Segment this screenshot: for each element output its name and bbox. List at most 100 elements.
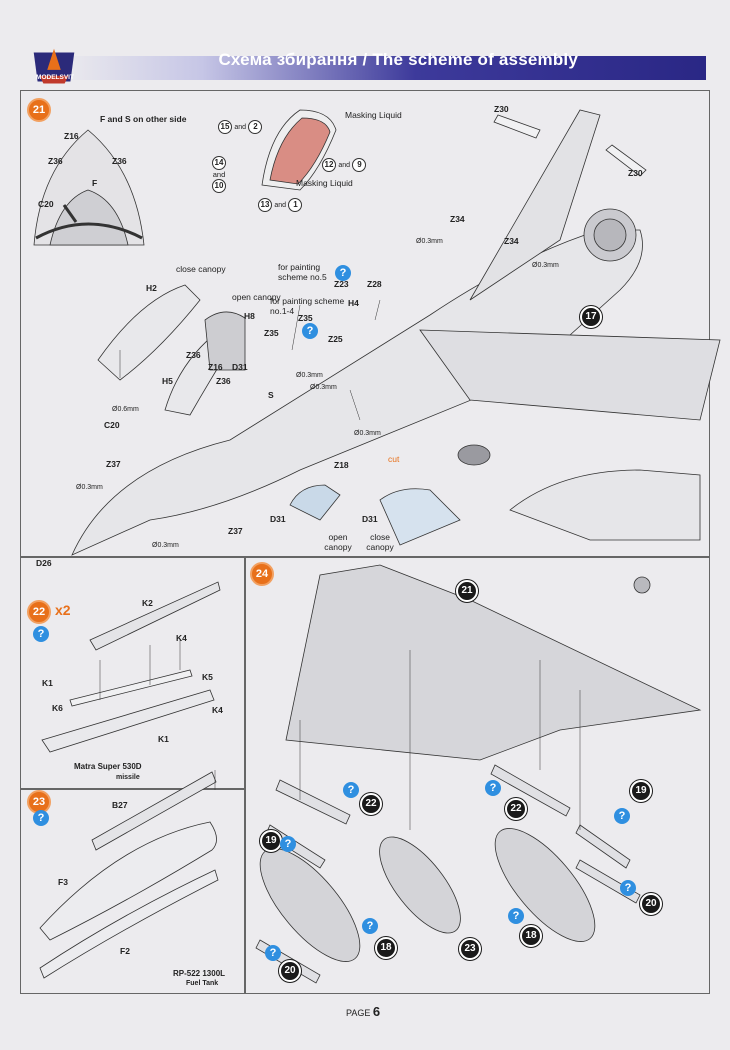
page-header: Схема збирання / The scheme of assembly … xyxy=(20,46,706,86)
step-21-badge: 21 xyxy=(27,98,51,122)
ref-21-badge: 21 xyxy=(456,580,478,602)
fuel-tank-type-label: Fuel Tank xyxy=(186,980,219,987)
part-label-z36: Z36 xyxy=(48,156,63,166)
help-marker-icon: ? xyxy=(485,780,501,796)
painting-scheme-1-4-label: for painting scheme no.1-4 xyxy=(270,296,345,316)
painting-scheme-5-label: for painting scheme no.5 xyxy=(278,262,327,282)
masking-liquid-label: Masking Liquid xyxy=(296,178,353,188)
part-label-z16: Z16 xyxy=(208,362,223,372)
diameter-label: Ø0.3mm xyxy=(532,262,559,269)
open-canopy-label: open canopy xyxy=(324,532,352,552)
help-marker-icon: ? xyxy=(362,918,378,934)
diameter-label: Ø0.3mm xyxy=(310,384,337,391)
help-marker-icon: ? xyxy=(343,782,359,798)
ref-19b-badge: 19 xyxy=(630,780,652,802)
part-ref-13-1: 13 and 1 xyxy=(258,198,303,212)
part-label-z34: Z34 xyxy=(504,236,519,246)
ref-22-badge: 22 xyxy=(360,793,382,815)
help-marker-icon: ? xyxy=(265,945,281,961)
diameter-label: Ø0.3mm xyxy=(76,484,103,491)
part-label-f: F xyxy=(92,178,98,188)
part-label-h4: H4 xyxy=(348,298,359,308)
brand-logo-icon xyxy=(33,48,75,84)
part-label-d31: D31 xyxy=(362,514,378,524)
header-band xyxy=(60,56,706,80)
ref-18-badge: 18 xyxy=(375,937,397,959)
diameter-label: Ø0.3mm xyxy=(354,430,381,437)
f-s-note: F and S on other side xyxy=(100,114,187,124)
part-label-f2: F2 xyxy=(120,946,130,956)
step-22-quantity: x2 xyxy=(55,602,71,618)
ref-20-badge: 20 xyxy=(279,960,301,982)
step-23-badge: 23 xyxy=(27,790,51,814)
diameter-label: Ø0.3mm xyxy=(296,372,323,379)
ref-19-badge: 19 xyxy=(260,830,282,852)
close-canopy-label: close canopy xyxy=(176,264,226,274)
masking-liquid-label: Masking Liquid xyxy=(345,110,402,120)
ref-18b-badge: 18 xyxy=(520,925,542,947)
part-label-z35: Z35 xyxy=(298,313,313,323)
part-label-c20: C20 xyxy=(38,199,54,209)
part-label-k4: K4 xyxy=(212,705,223,715)
diameter-label: Ø0.6mm xyxy=(112,406,139,413)
part-label-z25: Z25 xyxy=(328,334,343,344)
part-label-z36: Z36 xyxy=(216,376,231,386)
part-label-k4: K4 xyxy=(176,633,187,643)
part-label-c20: C20 xyxy=(104,420,120,430)
step-24-panel xyxy=(244,556,710,994)
fuel-tank-name-label: RP-522 1300L xyxy=(173,969,226,978)
close-canopy-label: close canopy xyxy=(366,532,394,552)
help-marker-icon: ? xyxy=(335,265,351,281)
diameter-label: Ø0.3mm xyxy=(416,238,443,245)
part-label-k1: K1 xyxy=(42,678,53,688)
part-label-d31: D31 xyxy=(232,362,248,372)
page-title: Схема збирання / The scheme of assembly xyxy=(218,50,578,69)
part-ref-15-2: 15 and 2 xyxy=(218,120,263,134)
part-label-k6: K6 xyxy=(52,703,63,713)
part-label-z18: Z18 xyxy=(334,460,349,470)
ref-20b-badge: 20 xyxy=(640,893,662,915)
part-label-z37: Z37 xyxy=(228,526,243,536)
ref-17-badge: 17 xyxy=(580,306,602,328)
help-marker-icon: ? xyxy=(33,810,49,826)
help-marker-icon: ? xyxy=(33,626,49,642)
part-label-f3: F3 xyxy=(58,877,68,887)
part-label-z30: Z30 xyxy=(628,168,643,178)
step-24-badge: 24 xyxy=(250,562,274,586)
step-21-panel xyxy=(20,90,710,558)
part-label-z36: Z36 xyxy=(112,156,127,166)
ref-22b-badge: 22 xyxy=(505,798,527,820)
part-label-z35: Z35 xyxy=(264,328,279,338)
step-22-badge: 22 xyxy=(27,600,51,624)
part-label-h5: H5 xyxy=(162,376,173,386)
help-marker-icon: ? xyxy=(508,908,524,924)
part-label-z28: Z28 xyxy=(367,279,382,289)
step-23-panel xyxy=(20,788,246,994)
help-marker-icon: ? xyxy=(280,836,296,852)
help-marker-icon: ? xyxy=(620,880,636,896)
part-label-h2: H2 xyxy=(146,283,157,293)
part-label-s: S xyxy=(268,390,274,400)
part-label-z34: Z34 xyxy=(450,214,465,224)
part-label-z37: Z37 xyxy=(106,459,121,469)
part-label-k2: K2 xyxy=(142,598,153,608)
part-label-z23: Z23 xyxy=(334,279,349,289)
part-label-h8: H8 xyxy=(244,311,255,321)
help-marker-icon: ? xyxy=(302,323,318,339)
part-label-k1: K1 xyxy=(158,734,169,744)
part-label-k5: K5 xyxy=(202,672,213,682)
page-number: PAGE 6 xyxy=(346,1004,381,1019)
brand-logo-text: MODELSVIT xyxy=(36,74,74,81)
open-canopy-label: open canopy xyxy=(232,292,281,302)
missile-name-label: Matra Super 530D xyxy=(74,762,142,771)
cut-label: cut xyxy=(388,454,400,464)
ref-23-badge: 23 xyxy=(459,938,481,960)
diameter-label: Ø0.3mm xyxy=(152,542,179,549)
help-marker-icon: ? xyxy=(614,808,630,824)
part-label-d26: D26 xyxy=(36,558,52,568)
part-label-b27: B27 xyxy=(112,800,128,810)
missile-type-label: missile xyxy=(116,774,140,781)
